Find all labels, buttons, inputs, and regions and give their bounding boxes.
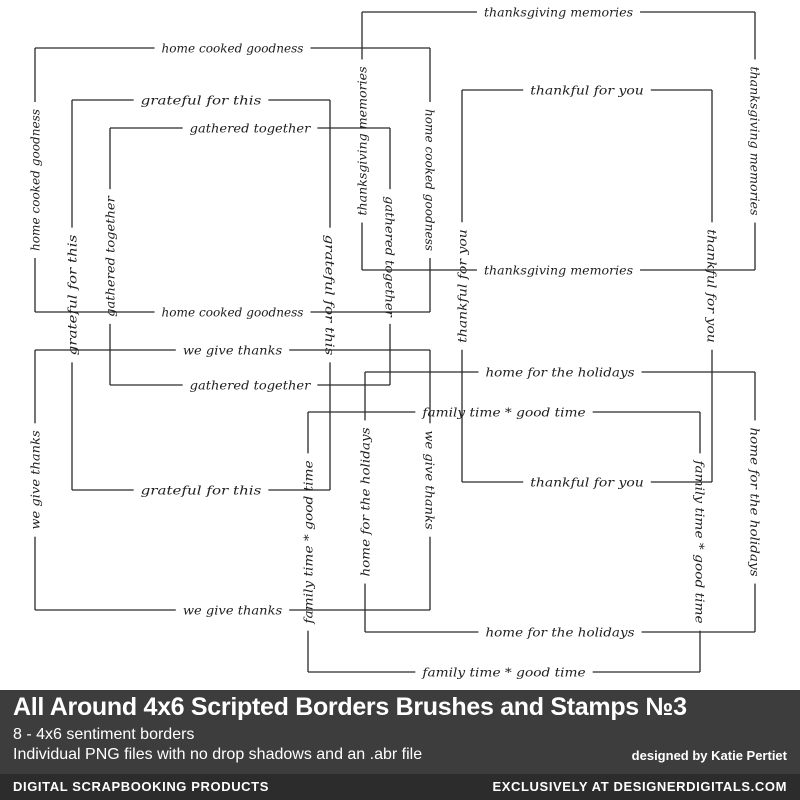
border-phrase-bottom: family time * good time [421,665,585,680]
border-phrase-right: thanksgiving memories [748,66,763,215]
border-phrase-left: grateful for this [65,235,80,356]
store-label: EXCLUSIVELY AT DESIGNERDIGITALS.COM [492,779,787,794]
footer-bar: DIGITAL SCRAPBOOKING PRODUCTS EXCLUSIVEL… [0,774,800,800]
border-phrase-bottom: thanksgiving memories [484,263,633,278]
border-phrase-right: gathered together [383,196,398,318]
border-phrase-top: gathered together [190,121,312,136]
border-phrase-left: thankful for you [455,229,470,343]
border-phrase-bottom: grateful for this [141,483,262,498]
border-phrase-bottom: we give thanks [183,603,282,618]
product-subtitle: 8 - 4x6 sentiment borders [13,726,195,743]
product-description: Individual PNG files with no drop shadow… [13,746,423,763]
border-phrase-left: gathered together [103,195,118,317]
border-family-time-good-time: family time * good time family time * goo… [301,405,708,680]
border-phrase-left: thanksgiving memories [355,66,370,215]
border-phrase-right: grateful for this [323,235,338,356]
border-phrase-bottom: gathered together [190,378,312,393]
border-home-for-the-holidays: home for the holidays home for the holida… [358,365,763,640]
border-phrase-top: home for the holidays [485,365,634,380]
product-footer: All Around 4x6 Scripted Borders Brushes … [0,690,800,800]
border-grateful-for-this: grateful for this grateful for this gratef… [65,93,338,498]
border-home-cooked-goodness: home cooked goodness home cooked goodness… [28,41,438,320]
border-phrase-top: family time * good time [421,405,585,420]
border-phrase-bottom: home for the holidays [485,625,634,640]
border-phrase-left: home for the holidays [358,427,373,576]
border-phrase-right: thankful for you [705,229,720,343]
borders-artwork: home cooked goodness home cooked goodness… [27,4,763,680]
border-phrase-top: grateful for this [141,93,262,108]
border-phrase-right: home cooked goodness [423,109,438,251]
border-phrase-top: home cooked goodness [162,41,304,56]
border-phrase-right: we give thanks [423,430,438,529]
border-phrase-top: thankful for you [530,83,644,98]
border-phrase-left: family time * good time [301,460,316,624]
border-phrase-left: we give thanks [28,430,43,529]
category-label: DIGITAL SCRAPBOOKING PRODUCTS [13,779,269,794]
designer-credit: designed by Katie Pertiet [631,748,787,763]
border-phrase-right: family time * good time [693,459,708,623]
border-phrase-right: home for the holidays [748,427,763,576]
border-gathered-together: gathered together gathered together gather… [103,121,398,393]
border-phrase-bottom: home cooked goodness [162,305,304,320]
border-thankful-for-you: thankful for you thankful for you thankful… [455,83,720,490]
border-phrase-bottom: thankful for you [530,475,644,490]
border-we-give-thanks: we give thanks we give thanks we give than… [28,343,438,618]
product-title: All Around 4x6 Scripted Borders Brushes … [13,693,687,721]
border-phrase-top: we give thanks [183,343,282,358]
border-phrase-top: thanksgiving memories [484,5,633,20]
border-phrase-left: home cooked goodness [28,109,43,251]
border-thanksgiving-memories: thanksgiving memories thanksgiving memori… [355,5,763,278]
